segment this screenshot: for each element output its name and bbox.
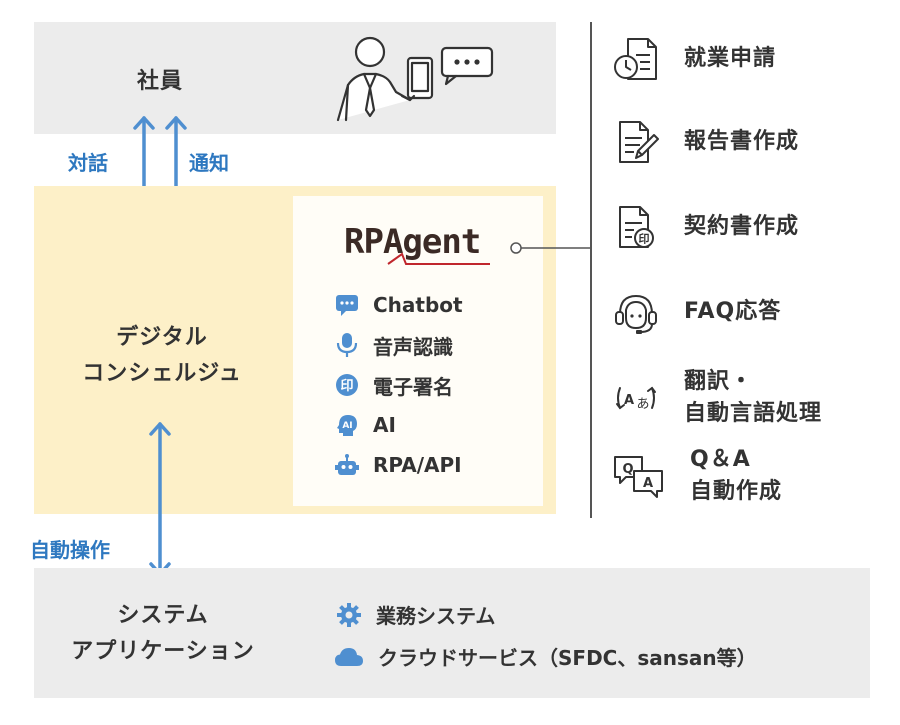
auto-operation-label: 自動操作 <box>30 538 110 562</box>
rpagent-item-label: 電子署名 <box>373 374 453 399</box>
system-item-label: クラウドサービス（SFDC、sansan等） <box>378 646 757 670</box>
task-item-timesheet: 就業申請 <box>612 35 776 83</box>
system-label-line2: アプリケーション <box>71 639 255 664</box>
task-label-line1: Q＆A <box>690 447 751 472</box>
gear-icon <box>337 602 361 627</box>
notify-label: 通知 <box>189 151 229 175</box>
task-item-qa: Q A Q＆A 自動作成 <box>612 444 782 508</box>
rpagent-item-voice: 音声認識 <box>335 330 453 360</box>
task-label-line1: 報告書作成 <box>684 129 800 154</box>
system-label-line1: システム <box>117 603 209 628</box>
svg-text:印: 印 <box>340 379 353 394</box>
seal-icon: 印 <box>336 374 358 396</box>
rpagent-item-ai: AI AI <box>335 410 396 440</box>
rpagent-items: Chatbot 音声認識 印 電子署名 AI AI RPA/API <box>335 290 535 490</box>
qa-icon: Q A <box>614 456 663 498</box>
task-label: FAQ応答 <box>660 296 781 328</box>
rpagent-logo: RPAgent <box>344 222 494 272</box>
task-label-line2: 自動言語処理 <box>684 401 823 426</box>
ai-head-icon: AI <box>337 415 357 436</box>
svg-text:AI: AI <box>342 421 352 431</box>
svg-text:印: 印 <box>639 233 650 246</box>
logo-underline <box>387 252 490 265</box>
employee-box <box>34 22 556 134</box>
task-label: Q＆A 自動作成 <box>666 444 782 508</box>
rpagent-item-label: RPA/API <box>373 453 462 477</box>
task-label: 翻訳・ 自動言語処理 <box>660 366 822 430</box>
svg-text:A: A <box>643 476 653 491</box>
concierge-label-line1: デジタル <box>116 325 208 350</box>
task-item-faq: FAQ応答 <box>612 288 781 336</box>
system-box <box>34 568 870 698</box>
svg-text:Q: Q <box>622 462 633 477</box>
task-label: 報告書作成 <box>660 126 799 158</box>
task-item-translate: A あ 翻訳・ 自動言語処理 <box>612 366 822 430</box>
cloud-icon <box>335 647 363 666</box>
task-label-line1: 契約書作成 <box>684 214 800 239</box>
dialog-label: 対話 <box>68 151 108 175</box>
svg-text:あ: あ <box>636 397 649 412</box>
system-item-business: 業務システム <box>336 600 495 629</box>
concierge-label: デジタル コンシェルジュ <box>52 320 272 392</box>
contract-seal-icon: 印 <box>619 206 654 248</box>
headset-icon <box>615 295 657 334</box>
rpagent-item-chatbot: Chatbot <box>335 290 463 320</box>
system-item-label: 業務システム <box>376 604 496 628</box>
rpagent-item-label: Chatbot <box>373 293 463 317</box>
system-item-cloud: クラウドサービス（SFDC、sansan等） <box>334 642 757 671</box>
auto-operation-arrow <box>149 422 171 576</box>
microphone-icon <box>336 333 358 357</box>
task-label-line2: 自動作成 <box>690 479 783 504</box>
rpagent-logo-text: RPAgent <box>344 222 481 262</box>
timesheet-icon <box>614 38 657 80</box>
task-label: 就業申請 <box>660 43 776 75</box>
translate-icon: A あ <box>616 386 656 412</box>
system-label: システム アプリケーション <box>48 598 278 670</box>
rpagent-item-label: AI <box>373 413 396 437</box>
connector-line <box>510 242 592 254</box>
task-label-line1: 就業申請 <box>684 46 777 71</box>
rpagent-item-signature: 印 電子署名 <box>335 370 453 400</box>
report-pen-icon <box>619 121 659 163</box>
task-item-report: 報告書作成 <box>612 118 799 166</box>
task-label: 契約書作成 <box>660 211 799 243</box>
rpagent-item-label: 音声認識 <box>373 334 453 359</box>
task-label-line1: FAQ応答 <box>684 299 782 324</box>
employee-with-tablet-icon <box>336 36 494 122</box>
robot-icon <box>335 454 359 475</box>
chat-icon <box>336 295 358 316</box>
employee-label: 社員 <box>136 69 183 94</box>
tasks-divider <box>590 22 592 518</box>
svg-text:A: A <box>624 393 634 408</box>
rpagent-panel <box>293 196 543 506</box>
task-item-contract: 印 契約書作成 <box>612 203 799 251</box>
task-label-line1: 翻訳・ <box>684 369 754 394</box>
rpagent-item-rpa: RPA/API <box>335 450 462 480</box>
concierge-label-line2: コンシェルジュ <box>82 361 242 386</box>
